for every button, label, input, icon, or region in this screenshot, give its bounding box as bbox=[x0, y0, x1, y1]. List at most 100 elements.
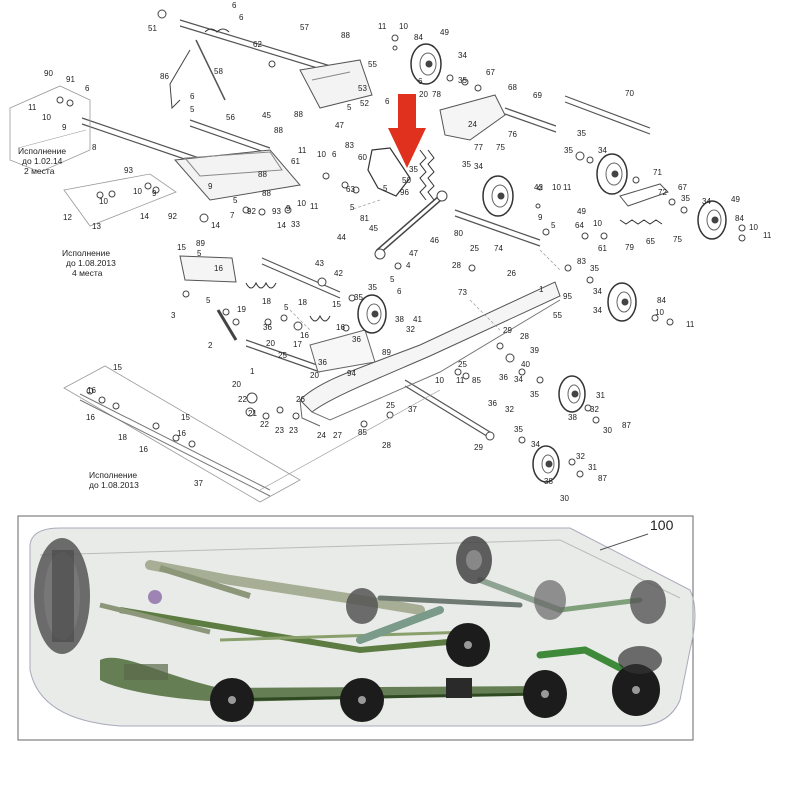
callout-9: 9 bbox=[286, 204, 291, 213]
callout-25: 25 bbox=[458, 360, 467, 369]
callout-10: 10 bbox=[133, 187, 142, 196]
variant-panel-b bbox=[63, 173, 177, 227]
callout-34: 34 bbox=[514, 375, 523, 384]
callout-11: 11 bbox=[456, 376, 465, 385]
callout-32: 32 bbox=[406, 325, 415, 334]
callout-36: 36 bbox=[318, 358, 327, 367]
callout-70: 70 bbox=[625, 89, 634, 98]
highlighted-bracket bbox=[367, 147, 411, 197]
callout-34: 34 bbox=[702, 197, 711, 206]
callout-35: 35 bbox=[409, 165, 418, 174]
callout-61: 61 bbox=[291, 157, 300, 166]
callout-87: 87 bbox=[622, 421, 631, 430]
callout-22: 22 bbox=[238, 395, 247, 404]
upper-idlers bbox=[346, 536, 666, 624]
callout-34: 34 bbox=[593, 306, 602, 315]
callout-6: 6 bbox=[190, 92, 195, 101]
callout-5: 5 bbox=[190, 105, 195, 114]
callout-11: 11 bbox=[310, 202, 319, 211]
callout-74: 74 bbox=[494, 244, 503, 253]
springs bbox=[204, 28, 663, 322]
callout-9: 9 bbox=[152, 189, 157, 198]
callout-65: 65 bbox=[646, 237, 655, 246]
callout-88: 88 bbox=[262, 189, 271, 198]
callout-21: 21 bbox=[248, 409, 257, 418]
callout-5: 5 bbox=[197, 249, 202, 258]
callout-15: 15 bbox=[113, 363, 122, 372]
callout-14: 14 bbox=[140, 212, 149, 221]
callout-10: 10 bbox=[552, 183, 561, 192]
callout-42: 42 bbox=[534, 183, 543, 192]
callout-7: 7 bbox=[230, 211, 235, 220]
callout-36: 36 bbox=[352, 335, 361, 344]
callout-34: 34 bbox=[531, 440, 540, 449]
callout-89: 89 bbox=[382, 348, 391, 357]
callout-10: 10 bbox=[435, 376, 444, 385]
callout-19: 19 bbox=[237, 305, 246, 314]
callout-85: 85 bbox=[358, 428, 367, 437]
highlight-arrow bbox=[388, 94, 426, 168]
callout-32: 32 bbox=[576, 452, 585, 461]
callout-5: 5 bbox=[347, 103, 352, 112]
callout-73: 73 bbox=[458, 288, 467, 297]
callout-20: 20 bbox=[419, 90, 428, 99]
idler-wheels bbox=[357, 43, 727, 483]
callout-35: 35 bbox=[681, 194, 690, 203]
hardware bbox=[56, 9, 746, 478]
callout-36: 36 bbox=[263, 323, 272, 332]
callout-11: 11 bbox=[28, 103, 37, 112]
callout-42: 42 bbox=[334, 269, 343, 278]
callout-95: 95 bbox=[563, 292, 572, 301]
callout-45: 45 bbox=[262, 111, 271, 120]
callout-29: 29 bbox=[474, 443, 483, 452]
callout-16: 16 bbox=[336, 323, 345, 332]
callout-5: 5 bbox=[551, 221, 556, 230]
note-c-line1: Исполнение bbox=[89, 470, 137, 480]
callout-32: 32 bbox=[505, 405, 514, 414]
callout-84: 84 bbox=[414, 33, 423, 42]
callout-25: 25 bbox=[470, 244, 479, 253]
callout-52: 52 bbox=[360, 99, 369, 108]
callout-3: 3 bbox=[171, 311, 176, 320]
callout-75: 75 bbox=[673, 235, 682, 244]
callout-28: 28 bbox=[452, 261, 461, 270]
callout-35: 35 bbox=[530, 390, 539, 399]
callout-18: 18 bbox=[118, 433, 127, 442]
callout-36: 36 bbox=[488, 399, 497, 408]
callout-25: 25 bbox=[278, 351, 287, 360]
callout-55: 55 bbox=[368, 60, 377, 69]
callout-38: 38 bbox=[568, 413, 577, 422]
callout-30: 30 bbox=[560, 494, 569, 503]
callout-1: 1 bbox=[250, 367, 255, 376]
callout-92: 92 bbox=[247, 207, 256, 216]
callout-10: 10 bbox=[99, 197, 108, 206]
callout-75: 75 bbox=[496, 143, 505, 152]
callout-32: 32 bbox=[590, 405, 599, 414]
callout-81: 81 bbox=[360, 214, 369, 223]
callout-39: 39 bbox=[530, 346, 539, 355]
callout-85: 85 bbox=[472, 376, 481, 385]
callout-35: 35 bbox=[514, 425, 523, 434]
callout-5: 5 bbox=[206, 296, 211, 305]
callout-35: 35 bbox=[354, 293, 363, 302]
callout-49: 49 bbox=[440, 28, 449, 37]
assembly-label: 100 bbox=[650, 517, 674, 533]
callout-9: 9 bbox=[62, 123, 67, 132]
callout-34: 34 bbox=[474, 162, 483, 171]
callout-35: 35 bbox=[368, 283, 377, 292]
variant-panel-a bbox=[9, 85, 91, 173]
callout-49: 49 bbox=[731, 195, 740, 204]
callout-36: 36 bbox=[499, 373, 508, 382]
callout-87: 87 bbox=[598, 474, 607, 483]
callout-24: 24 bbox=[317, 431, 326, 440]
callout-47: 47 bbox=[335, 121, 344, 130]
callout-60: 60 bbox=[358, 153, 367, 162]
callout-20: 20 bbox=[310, 371, 319, 380]
callout-83: 83 bbox=[577, 257, 586, 266]
callout-15: 15 bbox=[177, 243, 186, 252]
assembly-render: 100 bbox=[17, 515, 696, 741]
callout-16: 16 bbox=[300, 331, 309, 340]
callout-22: 22 bbox=[260, 420, 269, 429]
callout-93: 93 bbox=[272, 207, 281, 216]
